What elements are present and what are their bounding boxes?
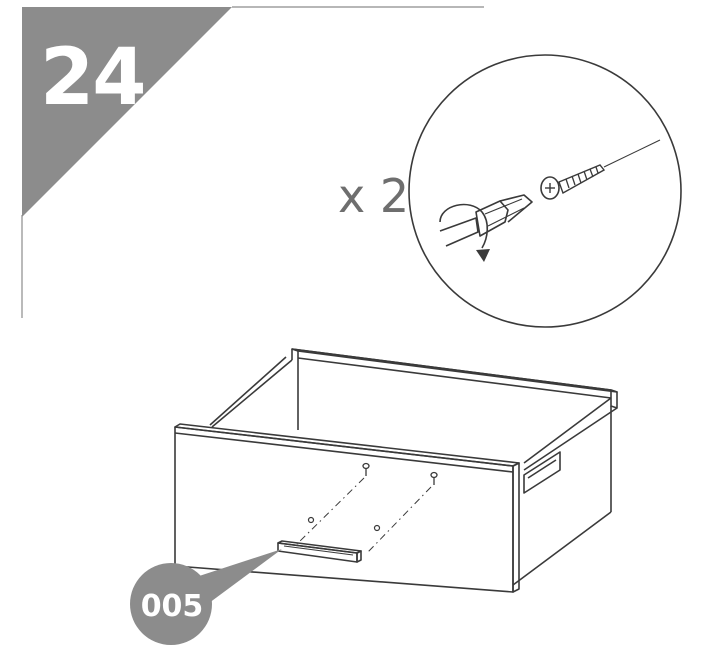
part-callout: 005 xyxy=(130,549,282,645)
quantity-label: x 2 xyxy=(338,169,409,223)
part-number: 005 xyxy=(141,589,204,624)
guide-line-left xyxy=(296,477,365,545)
drawer xyxy=(174,348,618,593)
step-badge: 24 xyxy=(22,7,232,217)
guide-line-right xyxy=(367,486,432,553)
screw-axis-line xyxy=(603,139,661,168)
detail-callout xyxy=(408,54,682,328)
panel-screw-right xyxy=(430,471,438,485)
screwdriver-icon xyxy=(439,194,533,247)
step-number: 24 xyxy=(40,33,145,123)
panel-screw-left xyxy=(362,462,370,476)
handle-part xyxy=(277,540,362,563)
rotate-arrow-icon xyxy=(439,203,490,262)
screw-icon xyxy=(540,164,606,200)
